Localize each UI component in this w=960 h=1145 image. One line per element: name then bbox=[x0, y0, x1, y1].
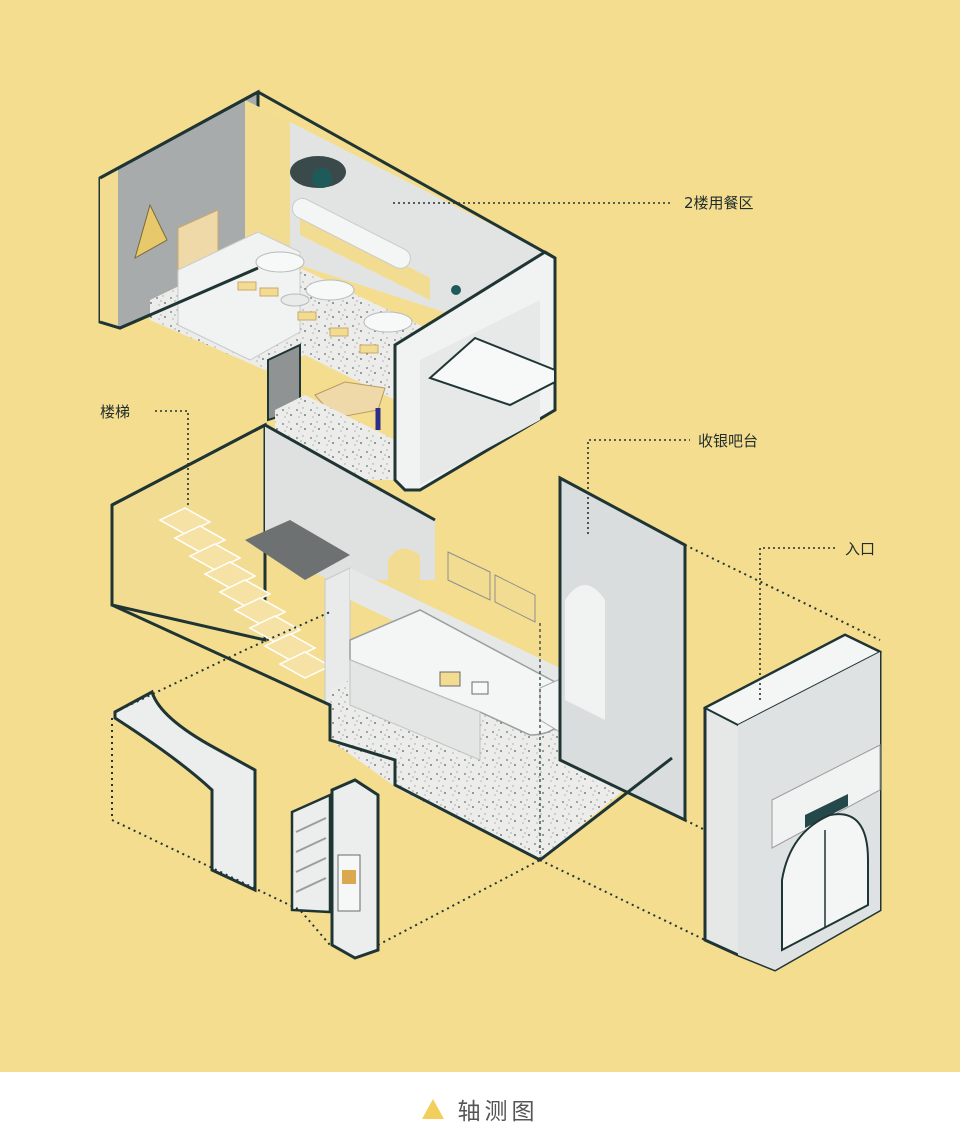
label-stairs: 楼梯 bbox=[100, 403, 131, 421]
connector-lines bbox=[111, 544, 881, 946]
upper-back-wall-yellow bbox=[245, 100, 290, 262]
upper-floor bbox=[98, 89, 557, 492]
upper-outline bbox=[99, 90, 556, 260]
ground-outline bbox=[111, 423, 436, 522]
figure-caption: 轴测图 bbox=[0, 1072, 960, 1145]
label-entrance: 入口 bbox=[845, 540, 876, 558]
window-panel bbox=[494, 574, 536, 623]
dining-tables bbox=[255, 251, 413, 333]
axonometric-diagram: 2楼用餐区 楼梯 收银吧台 入口 bbox=[0, 0, 960, 1072]
shop-sign bbox=[805, 794, 848, 828]
perforated-panel bbox=[771, 744, 881, 849]
upper-back-wall bbox=[290, 122, 545, 345]
caption-text: 轴测图 bbox=[457, 1098, 539, 1125]
speaker-cone bbox=[312, 168, 332, 188]
label-cashier-bar: 收银吧台 bbox=[698, 432, 759, 450]
label-dining-area: 2楼用餐区 bbox=[684, 194, 754, 212]
staircase bbox=[158, 507, 332, 679]
facade-left-piece bbox=[113, 689, 257, 893]
pos-terminal-icon bbox=[471, 681, 489, 695]
upper-left-wall-yellow-strip bbox=[100, 168, 118, 328]
window-panel bbox=[447, 551, 491, 601]
upper-floor-lower-terrazzo bbox=[275, 395, 395, 480]
wall-light-icon bbox=[451, 285, 461, 295]
counter-front bbox=[349, 659, 481, 761]
upper-wall-shelf bbox=[291, 197, 411, 269]
wall-table bbox=[428, 336, 556, 407]
caption-triangle-icon bbox=[421, 1098, 444, 1119]
shelf-unit bbox=[290, 793, 332, 914]
arched-doorway bbox=[565, 585, 605, 720]
axonometric-drawing bbox=[98, 89, 883, 972]
ground-floor bbox=[110, 422, 687, 862]
dining-chairs bbox=[237, 281, 379, 354]
label-leaders bbox=[155, 202, 835, 700]
menu-card bbox=[439, 671, 461, 687]
stair-void bbox=[245, 520, 350, 580]
facade-parts bbox=[113, 633, 883, 972]
triangle-art-icon bbox=[134, 203, 168, 260]
poster-image bbox=[342, 870, 356, 884]
